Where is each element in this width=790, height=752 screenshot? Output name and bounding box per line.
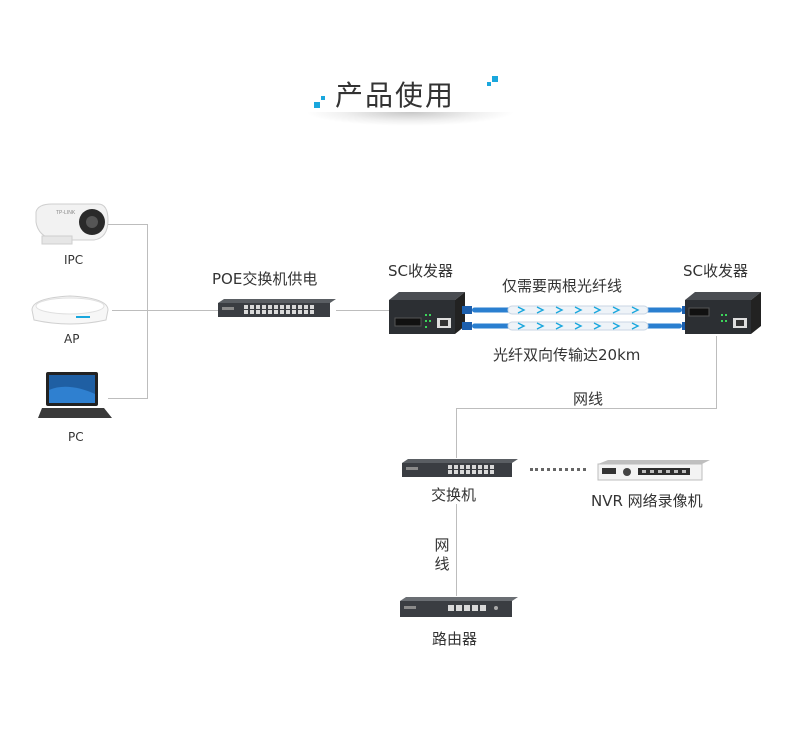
fiber-arrow (555, 322, 564, 330)
router-icon (400, 597, 518, 617)
access-point-icon (31, 295, 109, 325)
dotted-connector (530, 468, 586, 471)
connector-line (716, 336, 717, 408)
title-underline-shadow (305, 112, 515, 126)
ipc-camera-icon: TP-LINK (35, 203, 109, 245)
fiber-arrow (517, 306, 526, 314)
fiber-arrow (536, 306, 545, 314)
ipc-label: IPC (64, 253, 84, 267)
fiber-arrow (536, 322, 545, 330)
connector-line (108, 398, 148, 399)
pc-label: PC (68, 430, 84, 444)
fiber-top-label: 仅需要两根光纤线 (502, 277, 623, 295)
connector-line (147, 224, 148, 399)
title-decoration-left (314, 96, 325, 108)
laptop-icon (38, 372, 112, 418)
page-title: 产品使用 (334, 79, 455, 112)
fiber-arrow (612, 322, 621, 330)
ap-label: AP (64, 332, 80, 346)
fiber-arrow (574, 306, 583, 314)
fiber-arrow (555, 306, 564, 314)
fiber-cables (462, 305, 692, 331)
connector-line (456, 504, 457, 596)
cable-label-vertical: 网线 (429, 536, 455, 574)
nvr-label: NVR 网络录像机 (591, 492, 703, 510)
fiber-arrow (593, 322, 602, 330)
router-label: 路由器 (432, 630, 478, 648)
connector-line (456, 408, 717, 409)
title-decoration-right (487, 76, 498, 86)
fiber-jacket (507, 305, 649, 315)
poe-switch-label: POE交换机供电 (212, 270, 318, 288)
fiber-bottom-label: 光纤双向传输达20km (493, 346, 641, 364)
switch-label: 交换机 (431, 486, 477, 504)
fiber-connector (462, 306, 472, 314)
connector-line (112, 310, 218, 311)
fiber-jacket (507, 321, 649, 331)
connector-line (336, 310, 390, 311)
svg-text:TP-LINK: TP-LINK (56, 210, 76, 216)
transceiver-left-icon (389, 292, 465, 334)
fiber-arrow (517, 322, 526, 330)
fiber-arrow (631, 306, 640, 314)
switch-icon (402, 459, 518, 477)
connector-line (108, 224, 148, 225)
transceiver-left-label: SC收发器 (388, 262, 453, 280)
nvr-icon (597, 460, 710, 481)
connector-line (456, 408, 457, 458)
fiber-arrow (612, 306, 621, 314)
transceiver-right-label: SC收发器 (683, 262, 748, 280)
cable-label-top: 网线 (573, 390, 604, 408)
fiber-arrow (574, 322, 583, 330)
transceiver-right-icon (685, 292, 761, 334)
fiber-connector (462, 322, 472, 330)
fiber-arrow (631, 322, 640, 330)
fiber-arrow (593, 306, 602, 314)
poe-switch-icon (218, 299, 336, 317)
